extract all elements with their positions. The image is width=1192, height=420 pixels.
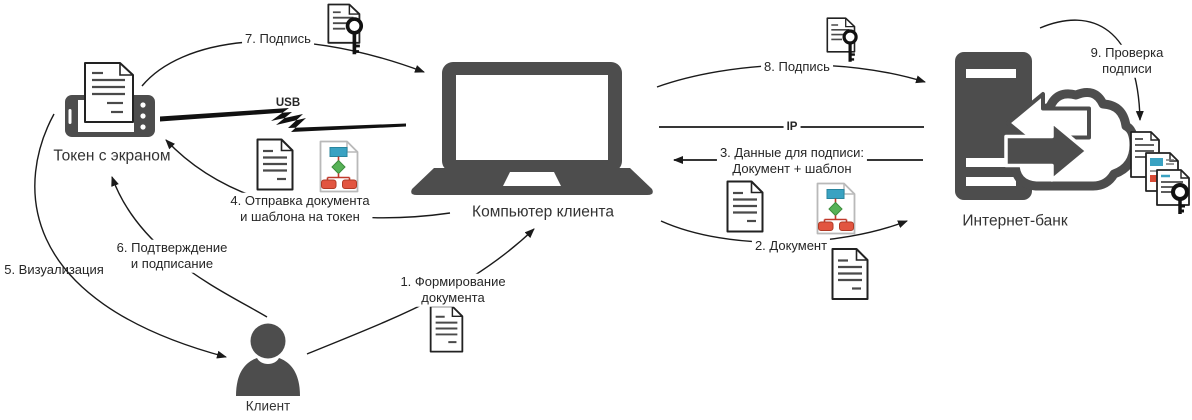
arrow-step-5: [34, 113, 227, 359]
person-icon: [236, 323, 300, 396]
document-icon: [831, 247, 869, 301]
step-6-label: 6. Подтверждение и подписание: [113, 239, 231, 273]
client-label: Клиент: [245, 398, 291, 414]
signed-documents-stack-key-icon: [1130, 131, 1190, 214]
template-icon: [816, 182, 856, 235]
computer-label: Компьютер клиента: [472, 203, 614, 221]
ip-label: IP: [783, 119, 801, 135]
step-9-label: 9. Проверка подписи: [1087, 44, 1167, 78]
laptop-icon: [411, 62, 653, 195]
document-icon: [429, 305, 464, 353]
document-icon: [84, 62, 134, 123]
step-5-label: 5. Визуализация: [4, 261, 104, 277]
arrow-step-7: [141, 40, 425, 87]
arrow-step-9: [1039, 19, 1144, 121]
bank-label: Интернет-банк: [962, 212, 1068, 230]
step-1-label: 1. Формирование документа: [397, 273, 509, 307]
step-7-label: 7. Подпись: [242, 30, 314, 48]
template-icon: [319, 140, 359, 193]
signed-document-key-icon: [327, 3, 369, 58]
step-2-label: 2. Документ: [751, 237, 831, 255]
usb-label: USB: [275, 96, 301, 109]
signed-document-key-icon: [826, 17, 863, 65]
arrow-right-icon: [1004, 120, 1089, 182]
server-cloud-transfer-icon: [955, 52, 1139, 200]
step-4-label: 4. Отправка документа и шаблона на токен: [227, 192, 373, 226]
document-icon: [256, 138, 294, 191]
step-3-label: 3. Данные для подписи: Документ + шаблон: [716, 144, 868, 178]
token-label: Токен с экраном: [53, 147, 171, 165]
lightning-bolt-link-icon: [160, 108, 406, 132]
document-icon: [726, 180, 764, 233]
token-with-screen-icon: [65, 62, 155, 137]
step-8-label: 8. Подпись: [761, 58, 833, 76]
